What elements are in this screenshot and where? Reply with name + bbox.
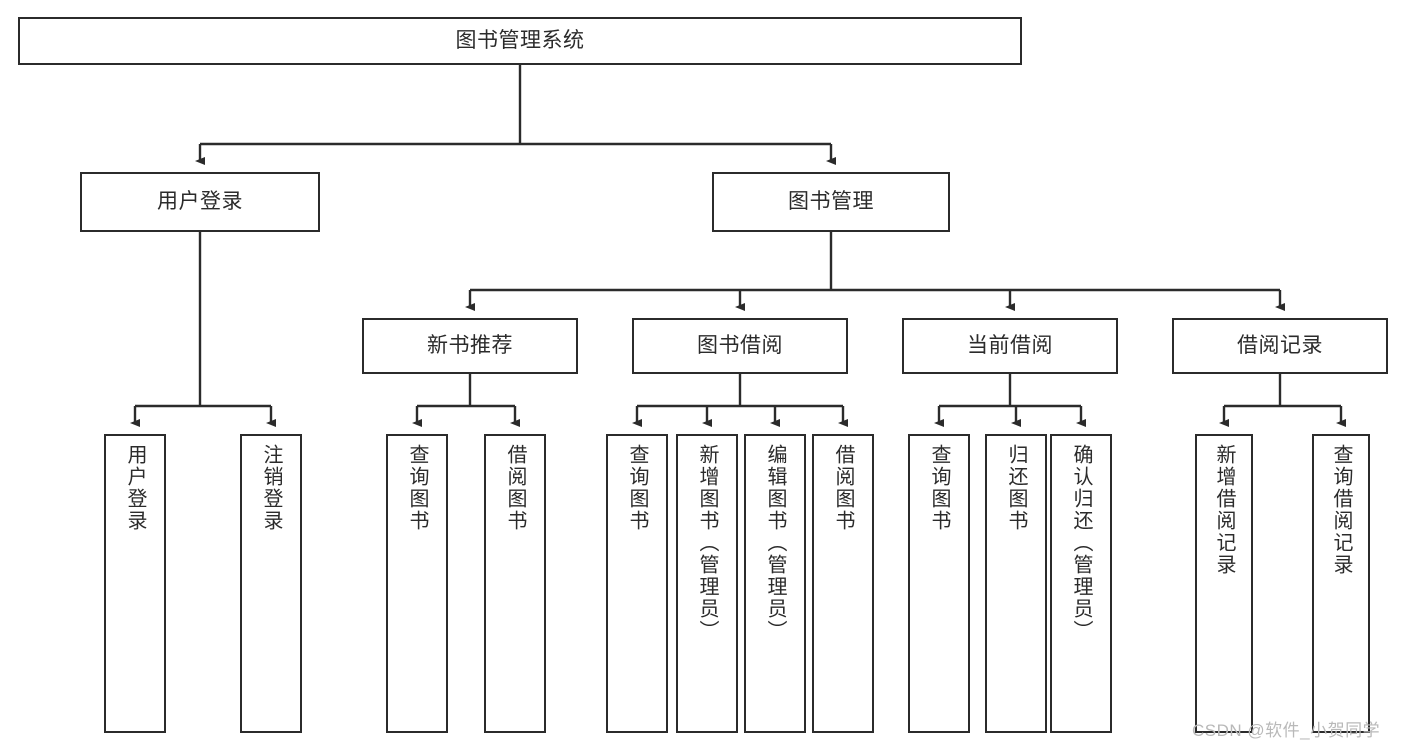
- node-label: 确认归还（管理员）: [1070, 444, 1092, 642]
- node-user-login[interactable]: 用户登录: [80, 172, 320, 232]
- node-leaf-br-add[interactable]: 新增借阅记录: [1195, 434, 1253, 733]
- node-label: 用户登录: [124, 444, 146, 532]
- node-label: 归还图书: [1005, 444, 1027, 532]
- node-label: 借阅图书: [504, 444, 526, 532]
- node-label: 新增图书（管理员）: [696, 444, 718, 642]
- node-leaf-bb-edit[interactable]: 编辑图书（管理员）: [744, 434, 806, 733]
- node-leaf-rec-borrow[interactable]: 借阅图书: [484, 434, 546, 733]
- node-label: 图书借阅: [697, 334, 783, 358]
- node-leaf-cb-query[interactable]: 查询图书: [908, 434, 970, 733]
- node-borrow-record[interactable]: 借阅记录: [1172, 318, 1388, 374]
- node-label: 图书管理: [788, 190, 874, 214]
- node-current-borrow[interactable]: 当前借阅: [902, 318, 1118, 374]
- node-leaf-bb-borrow[interactable]: 借阅图书: [812, 434, 874, 733]
- node-leaf-br-query[interactable]: 查询借阅记录: [1312, 434, 1370, 733]
- node-label: 查询图书: [626, 444, 648, 532]
- node-label: 注销登录: [260, 444, 282, 532]
- node-leaf-bb-add[interactable]: 新增图书（管理员）: [676, 434, 738, 733]
- node-leaf-user-login[interactable]: 用户登录: [104, 434, 166, 733]
- node-leaf-cb-return[interactable]: 归还图书: [985, 434, 1047, 733]
- node-leaf-cb-confirm[interactable]: 确认归还（管理员）: [1050, 434, 1112, 733]
- node-root[interactable]: 图书管理系统: [18, 17, 1022, 65]
- node-book-manage[interactable]: 图书管理: [712, 172, 950, 232]
- node-label: 查询借阅记录: [1330, 444, 1352, 576]
- node-label: 查询图书: [928, 444, 950, 532]
- node-new-book-rec[interactable]: 新书推荐: [362, 318, 578, 374]
- node-label: 新增借阅记录: [1213, 444, 1235, 576]
- node-leaf-user-logout[interactable]: 注销登录: [240, 434, 302, 733]
- node-label: 用户登录: [157, 190, 243, 214]
- node-label: 编辑图书（管理员）: [764, 444, 786, 642]
- node-label: 新书推荐: [427, 334, 513, 358]
- node-book-borrow[interactable]: 图书借阅: [632, 318, 848, 374]
- node-label: 借阅图书: [832, 444, 854, 532]
- node-label: 图书管理系统: [455, 29, 585, 53]
- node-leaf-bb-query[interactable]: 查询图书: [606, 434, 668, 733]
- node-label: 查询图书: [406, 444, 428, 532]
- node-label: 当前借阅: [967, 334, 1053, 358]
- node-label: 借阅记录: [1237, 334, 1323, 358]
- node-leaf-rec-query[interactable]: 查询图书: [386, 434, 448, 733]
